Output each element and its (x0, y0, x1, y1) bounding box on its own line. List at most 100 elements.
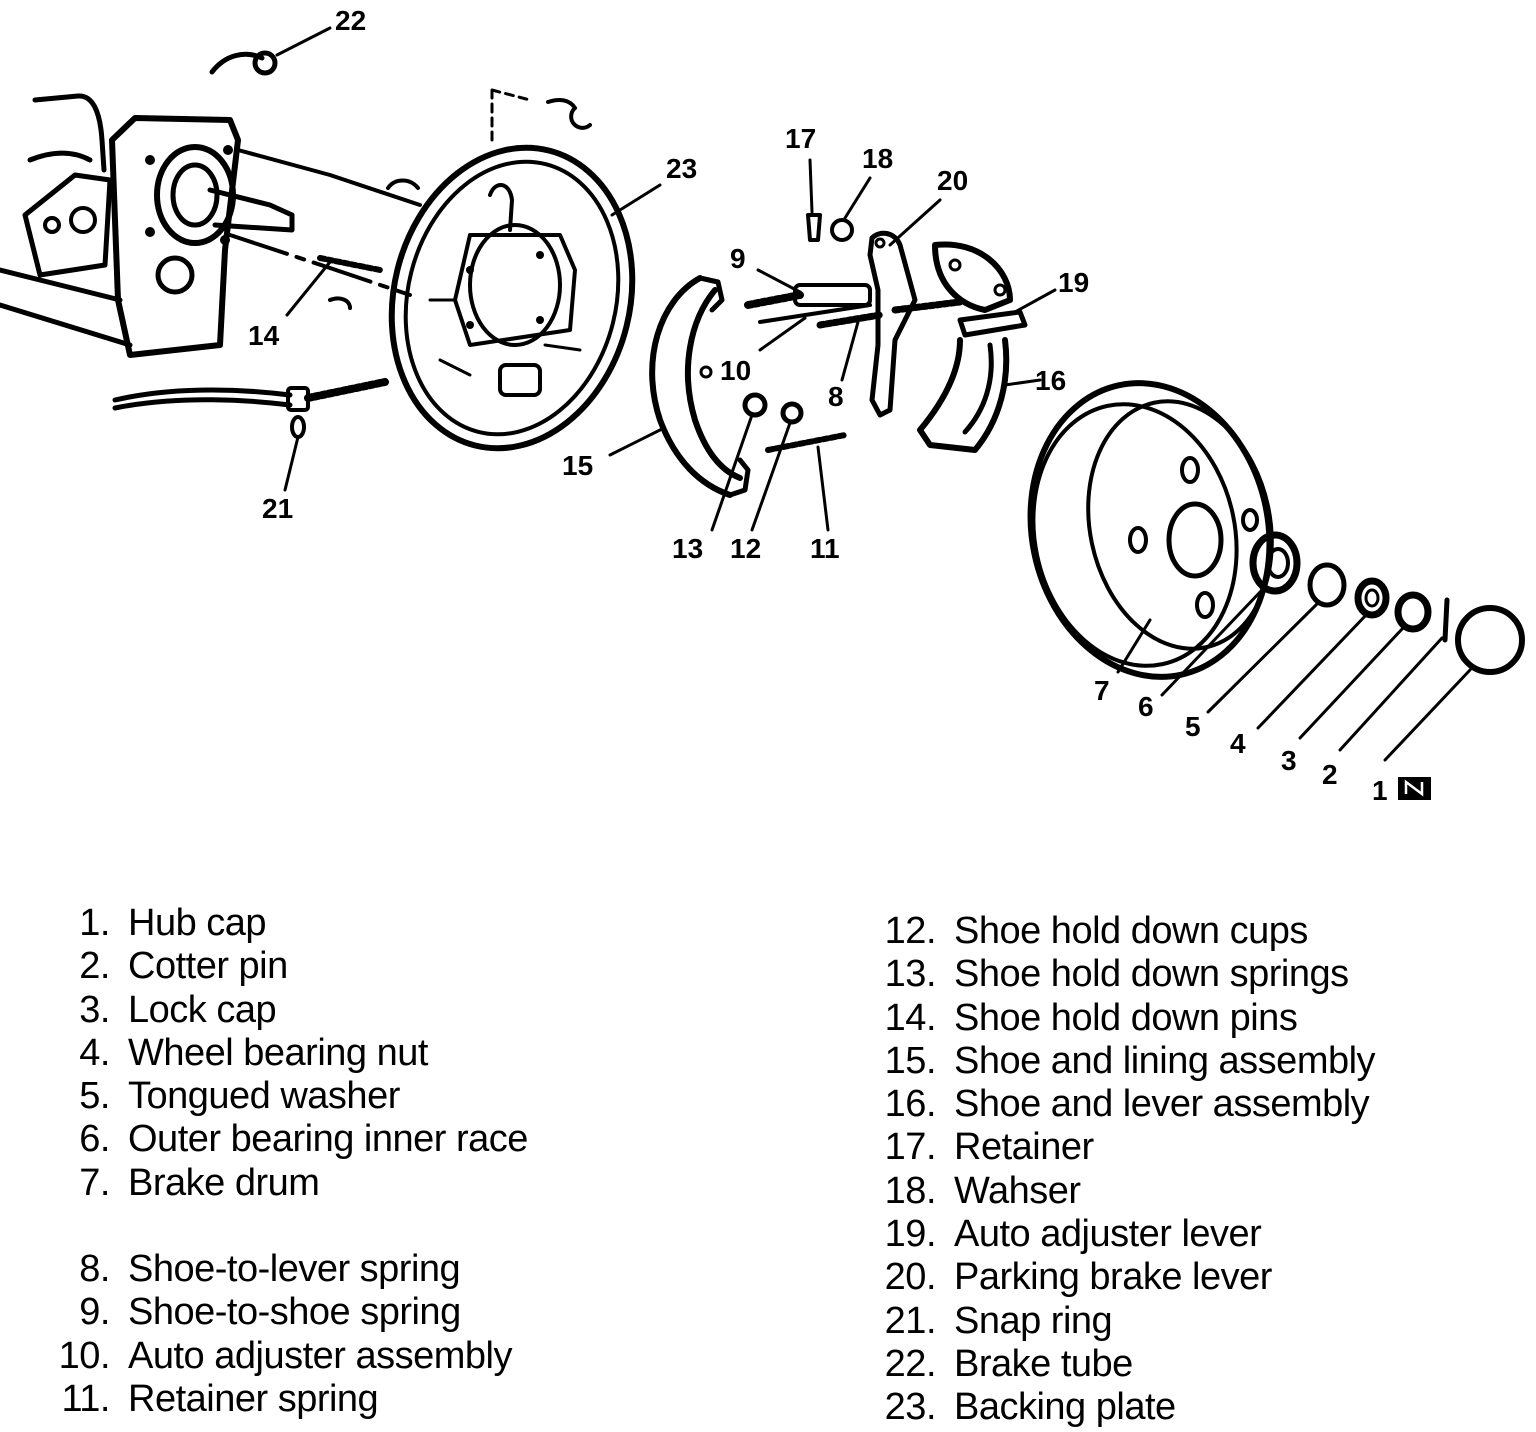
callout-numbers: 1 2 3 4 5 6 7 8 9 10 11 12 13 14 15 16 1… (248, 5, 1431, 806)
callout-6: 6 (1138, 691, 1154, 722)
legend-item: 6. Outer bearing inner race (40, 1118, 528, 1161)
callout-1: 1 (1372, 775, 1388, 806)
parts-legend-left: 1. Hub cap 2. Cotter pin 3. Lock cap 4. Whee… (40, 902, 529, 1421)
callout-4: 4 (1230, 728, 1246, 759)
legend-label: Shoe and lever assembly (954, 1083, 1370, 1126)
legend-number: 15. (884, 1039, 937, 1082)
legend-number: 3. (79, 988, 110, 1031)
legend-label: Tongued washer (128, 1075, 400, 1118)
callout-12: 12 (730, 533, 761, 564)
legend-spacer (40, 1205, 528, 1248)
callout-19: 19 (1058, 267, 1089, 298)
legend-item: 15. Shoe and lining assembly (868, 1039, 1376, 1083)
legend-item: 12. Shoe hold down cups (868, 910, 1375, 953)
callout-7: 7 (1094, 675, 1110, 706)
outer-bearing (1249, 531, 1301, 595)
callout-10: 10 (720, 355, 751, 386)
hold-down-cup (780, 401, 804, 425)
legend-item: 14.Shoe hold down pins (868, 997, 1375, 1040)
legend-label: Retainer spring (128, 1377, 379, 1420)
legend-label: Shoe-to-shoe spring (128, 1291, 461, 1334)
wheel-bearing-nut (1354, 577, 1390, 619)
legend-label: Shoe hold down pins (954, 996, 1298, 1039)
backing-plate (388, 88, 636, 452)
legend-label: Cotter pin (128, 945, 288, 988)
snap-ring (290, 415, 306, 439)
hold-down-spring (742, 392, 768, 418)
callout-9: 9 (730, 243, 746, 274)
legend-number: 2. (79, 945, 110, 988)
legend-label: Wheel bearing nut (128, 1031, 428, 1074)
legend-item: 10.Auto adjuster assembly (40, 1335, 528, 1378)
legend-label: Wahser (954, 1169, 1081, 1212)
auto-adjuster-assembly (744, 283, 964, 329)
legend-item: 11. Retainer spring (40, 1378, 528, 1421)
legend-item: 13. Shoe hold down springs (868, 953, 1375, 996)
legend-number: 12. (884, 910, 937, 952)
callout-15: 15 (562, 450, 593, 481)
legend-number: 11. (61, 1377, 110, 1420)
washer (830, 218, 854, 242)
callout-2: 2 (1322, 759, 1338, 790)
legend-item: 18.Wahser (868, 1170, 1375, 1213)
callout-22: 22 (335, 5, 366, 36)
legend-label: Shoe hold down cups (954, 910, 1308, 952)
legend-item: 4. Wheel bearing nut (40, 1032, 528, 1075)
legend-number: 21. (884, 1299, 937, 1342)
hub-cap (1455, 605, 1525, 675)
callout-8: 8 (828, 381, 844, 412)
callout-13: 13 (672, 533, 703, 564)
legend-label: Lock cap (128, 988, 277, 1031)
callout-20: 20 (937, 165, 968, 196)
leader-lines (283, 158, 1472, 762)
legend-number: 23. (884, 1386, 937, 1429)
parking-brake-cable (112, 378, 389, 412)
retainer-spring (765, 432, 848, 453)
legend-label: Parking brake lever (954, 1256, 1272, 1299)
legend-label: Brake drum (128, 1161, 320, 1204)
legend-label: Shoe and lining assembly (954, 1039, 1376, 1082)
callout-14: 14 (248, 320, 280, 351)
callout-18: 18 (862, 143, 893, 174)
callout-23: 23 (666, 153, 697, 184)
legend-label: Backing plate (954, 1386, 1176, 1429)
axle-housing (0, 93, 422, 358)
legend-number: 4. (79, 1031, 110, 1074)
legend-item: 8.Shoe-to-lever spring (40, 1248, 528, 1291)
legend-label: Snap ring (954, 1299, 1113, 1342)
legend-label: Hub cap (128, 902, 267, 944)
legend-item: 2. Cotter pin (40, 945, 528, 988)
legend-number: 5. (79, 1075, 110, 1118)
callout-5: 5 (1185, 711, 1201, 742)
legend-item: 7. Brake drum (40, 1162, 528, 1205)
brake-drum (1027, 380, 1274, 680)
callout-11: 11 (810, 533, 840, 564)
legend-item: 17.Retainer (868, 1126, 1375, 1169)
legend-number: 17. (884, 1126, 937, 1169)
shoe-lining-assembly (649, 275, 751, 498)
legend-label: Auto adjuster lever (954, 1213, 1262, 1256)
legend-number: 7. (79, 1161, 110, 1204)
legend-item: 5. Tongued washer (40, 1075, 528, 1118)
legend-label: Brake tube (954, 1342, 1133, 1385)
callout-3: 3 (1281, 745, 1297, 776)
legend-label: Outer bearing inner race (128, 1118, 528, 1161)
legend-label: Shoe-to-lever spring (128, 1248, 461, 1291)
legend-item: 3. Lock cap (40, 989, 528, 1032)
legend-item: 16.Shoe and lever assembly (868, 1083, 1375, 1126)
legend-number: 6. (79, 1118, 110, 1161)
legend-item: 19. Auto adjuster lever (868, 1213, 1375, 1256)
legend-label: Shoe hold down springs (954, 953, 1349, 996)
legend-number: 13. (884, 953, 937, 996)
legend-item: 9. Shoe-to-shoe spring (40, 1291, 528, 1334)
legend-number: 9. (79, 1291, 110, 1334)
legend-number: 1. (79, 902, 110, 944)
legend-number: 19. (884, 1213, 937, 1256)
legend-item: 1. Hub cap (40, 902, 528, 945)
legend-number: 20. (884, 1256, 937, 1299)
brake-tube (209, 26, 332, 76)
retainer (806, 213, 822, 242)
legend-item: 20. Parking brake lever (868, 1256, 1375, 1299)
tongued-washer (1307, 562, 1347, 608)
index-mark-glyph (1404, 779, 1424, 797)
